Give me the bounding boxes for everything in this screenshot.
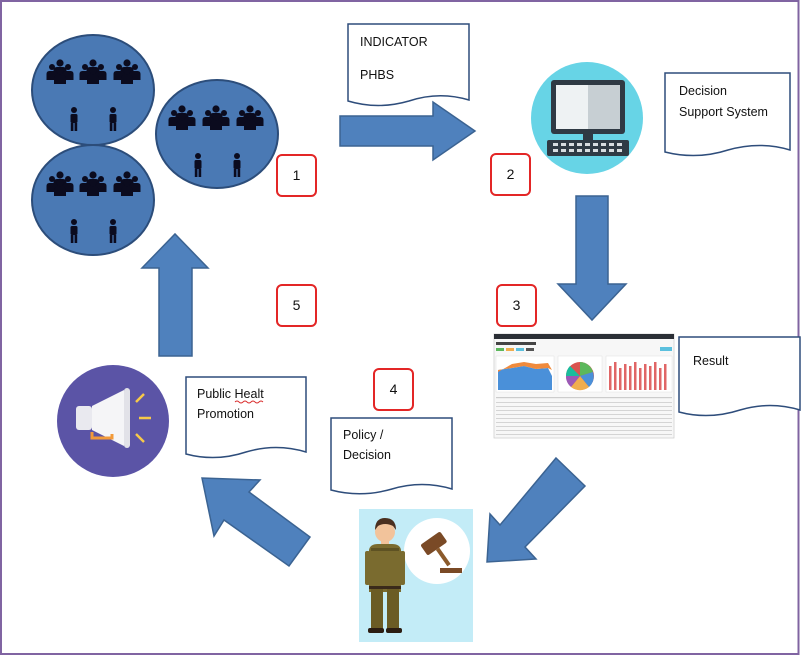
arrow-to-dashboard xyxy=(556,195,628,322)
result-label: Result xyxy=(693,354,729,368)
step-number: 5 xyxy=(293,297,301,313)
policy-decision-document: Policy / Decision xyxy=(330,417,453,495)
arrow-to-dss xyxy=(339,100,477,162)
phbs-label: PHBS xyxy=(360,68,394,82)
arrow-to-decision-maker xyxy=(486,456,587,563)
decision-support-system-document: Decision Support System xyxy=(664,72,791,157)
dss-label-line1: Decision xyxy=(679,84,727,98)
indicator-label: INDICATOR xyxy=(360,35,428,49)
step-box-5: 5 xyxy=(276,284,317,327)
decision-maker-icon xyxy=(359,509,473,642)
population-cluster-left-bottom xyxy=(31,144,155,256)
step-number: 2 xyxy=(507,166,515,182)
indicator-document: INDICATOR PHBS xyxy=(347,23,470,107)
step-box-3: 3 xyxy=(496,284,537,327)
arrow-to-promotion xyxy=(201,477,312,568)
step-number: 1 xyxy=(293,167,301,183)
step-box-1: 1 xyxy=(276,154,317,197)
megaphone-icon xyxy=(57,365,169,477)
dashboard-screenshot-image xyxy=(493,333,675,439)
arrow-to-population xyxy=(140,232,210,357)
step-box-2: 2 xyxy=(490,153,531,196)
computer-icon xyxy=(531,62,643,174)
promotion-label-line2: Promotion xyxy=(197,407,254,421)
policy-label-line1: Policy / xyxy=(343,428,384,442)
step-number: 4 xyxy=(390,381,398,397)
step-number: 3 xyxy=(513,297,521,313)
dss-label-line2: Support System xyxy=(679,105,768,119)
population-cluster-left-top xyxy=(31,34,155,146)
policy-label-line2: Decision xyxy=(343,448,391,462)
promotion-label-line1: Public Healt xyxy=(197,387,264,401)
public-health-promotion-document: Public Healt Promotion xyxy=(185,376,307,459)
step-box-4: 4 xyxy=(373,368,414,411)
result-document: Result xyxy=(678,336,801,417)
population-cluster-right xyxy=(155,79,279,189)
